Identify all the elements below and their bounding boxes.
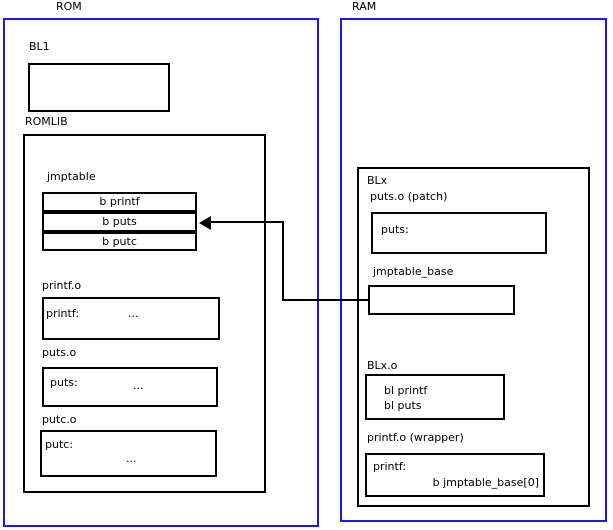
bl1-label: BL1	[29, 40, 50, 53]
printf-o-box: printf: ...	[42, 297, 220, 340]
jmptable-entry-puts: b puts	[42, 212, 197, 232]
rom-region	[3, 18, 319, 527]
jmptable-entry-putc: b putc	[42, 232, 197, 251]
puts-patch-box: puts:	[371, 212, 547, 254]
romlib-label: ROMLIB	[25, 115, 68, 128]
connector-segment-vertical	[282, 221, 284, 301]
printf-wrapper-body: b jmptable_base[0]	[432, 476, 539, 489]
connector-segment-top	[210, 221, 284, 223]
ram-title: RAM	[352, 0, 377, 13]
putc-o-box: putc: ...	[40, 430, 217, 477]
jmptable-base-label: jmptable_base	[373, 265, 454, 278]
putc-o-label: putc.o	[42, 413, 77, 426]
puts-symbol: puts:	[50, 376, 78, 389]
blx-o-label: BLx.o	[367, 359, 398, 372]
connector-segment-bottom	[282, 299, 368, 301]
puts-ellipsis: ...	[133, 379, 144, 392]
ram-region	[340, 18, 607, 522]
puts-o-box: puts: ...	[42, 367, 218, 407]
jmptable-entry-printf: b printf	[42, 192, 197, 212]
printf-wrapper-label: printf.o (wrapper)	[367, 431, 464, 444]
bl1-box	[28, 63, 170, 112]
printf-ellipsis: ...	[128, 307, 139, 320]
blx-label: BLx	[367, 174, 388, 187]
rom-title: ROM	[56, 0, 82, 13]
printf-wrapper-symbol: printf:	[373, 460, 407, 473]
blx-o-line1: bl printf	[384, 384, 428, 397]
putc-ellipsis: ...	[126, 452, 137, 465]
jmptable-label: jmptable	[47, 170, 96, 183]
jmptable-base-box	[368, 285, 515, 315]
blx-o-box: bl printf bl puts	[365, 374, 505, 420]
putc-symbol: putc:	[45, 438, 74, 451]
printf-symbol: printf:	[46, 307, 80, 320]
blx-o-line2: bl puts	[384, 399, 422, 412]
printf-o-label: printf.o	[42, 279, 82, 292]
puts-o-label: puts.o	[42, 346, 77, 359]
printf-wrapper-box: printf: b jmptable_base[0]	[365, 453, 545, 497]
arrowhead-icon	[199, 216, 211, 230]
blx-box	[357, 167, 590, 507]
romlib-box	[23, 134, 266, 493]
puts-patch-symbol: puts:	[381, 223, 409, 236]
puts-patch-label: puts.o (patch)	[370, 190, 448, 203]
